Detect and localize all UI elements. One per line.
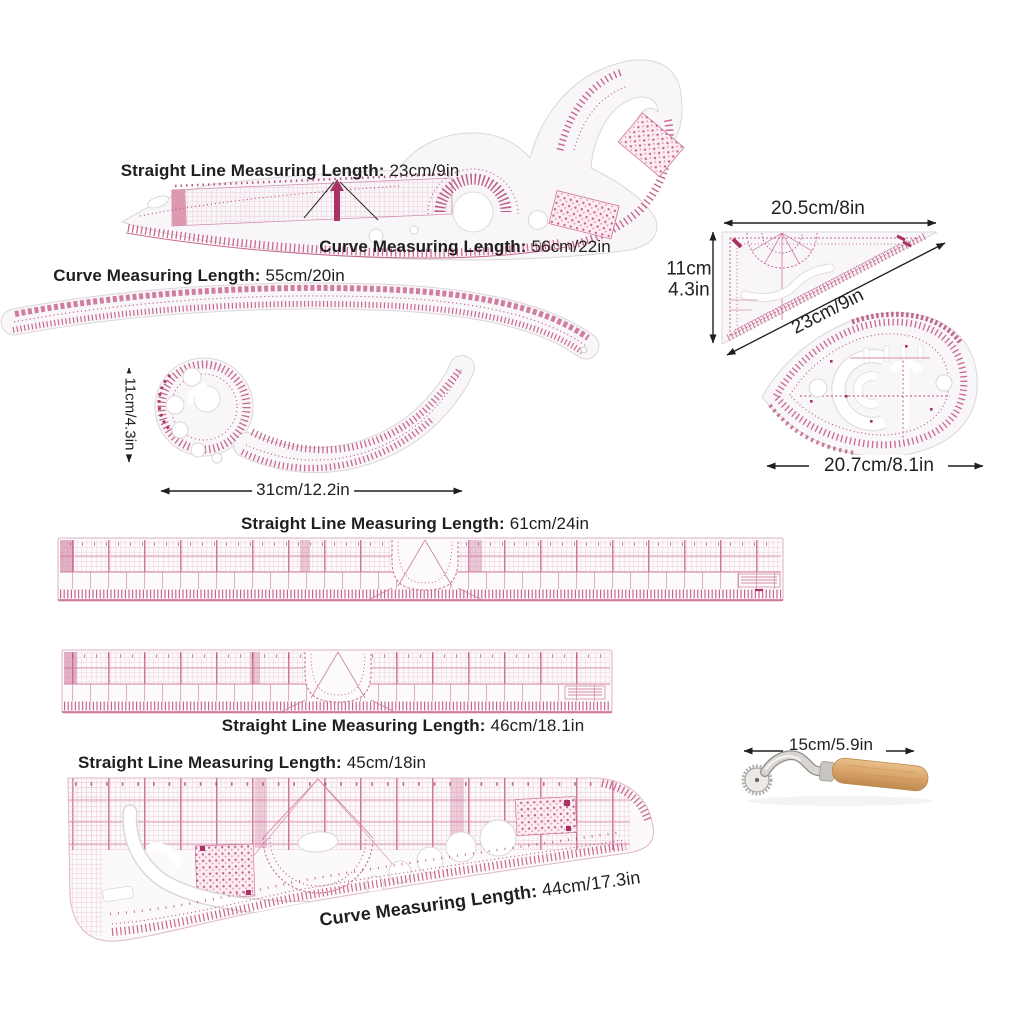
- comma-french-curve-ruler: [154, 355, 475, 474]
- teardrop-armhole-ruler: [761, 311, 978, 458]
- label-triangle-left: 11cm 4.3in: [666, 259, 711, 302]
- label-long-curve: Curve Measuring Length:55cm/20in: [53, 266, 345, 286]
- label-value: 56cm/22in: [531, 237, 611, 256]
- label-wheel-length: 15cm/5.9in: [789, 735, 873, 755]
- label-teardrop-width: 20.7cm/8.1in: [820, 455, 938, 477]
- label-ruler-46: Straight Line Measuring Length:46cm/18.1…: [222, 716, 585, 736]
- straight-ruler-46cm: [61, 649, 613, 714]
- label-prefix: Straight Line Measuring Length:: [221, 716, 486, 735]
- label-value: 31cm/12.2in: [252, 480, 354, 499]
- label-value: 61cm/24in: [509, 514, 590, 533]
- label-prefix: Straight Line Measuring Length:: [120, 161, 385, 180]
- label-value: 11cm/4.3in: [121, 373, 139, 455]
- label-prefix: Curve Measuring Length:: [319, 237, 527, 256]
- label-value: 45cm/18in: [346, 753, 427, 772]
- label-big-straight: Straight Line Measuring Length:45cm/18in: [78, 753, 426, 773]
- label-value: 55cm/20in: [265, 266, 345, 285]
- label-value-in: 4.3in: [668, 280, 710, 301]
- label-triangle-top: 20.5cm/8in: [771, 198, 865, 220]
- label-comma-width: 31cm/12.2in: [252, 480, 354, 500]
- straight-ruler-61cm: [57, 537, 784, 602]
- triangle-diagonal-arrow: [726, 242, 946, 356]
- label-value: 46cm/18.1in: [490, 716, 585, 735]
- label-value: 23cm/9in: [389, 161, 460, 180]
- label-comma-height: 11cm/4.3in: [121, 373, 139, 455]
- label-value: 20.7cm/8.1in: [820, 455, 938, 476]
- label-value-cm: 11cm: [666, 258, 712, 280]
- label-value: 20.5cm/8in: [771, 198, 865, 219]
- label-prefix: Straight Line Measuring Length:: [240, 514, 505, 533]
- french-curve-comb-ruler: [120, 59, 685, 261]
- label-prefix: Curve Measuring Length:: [53, 266, 261, 285]
- tracing-wheel: [741, 750, 932, 806]
- label-value: 15cm/5.9in: [788, 735, 874, 754]
- label-comb-curve: Curve Measuring Length:56cm/22in: [319, 237, 611, 257]
- long-curve-ruler: [0, 282, 600, 360]
- label-prefix: Straight Line Measuring Length:: [77, 753, 342, 772]
- label-comb-straight: Straight Line Measuring Length:23cm/9in: [121, 161, 460, 181]
- label-ruler-61: Straight Line Measuring Length:61cm/24in: [241, 514, 589, 534]
